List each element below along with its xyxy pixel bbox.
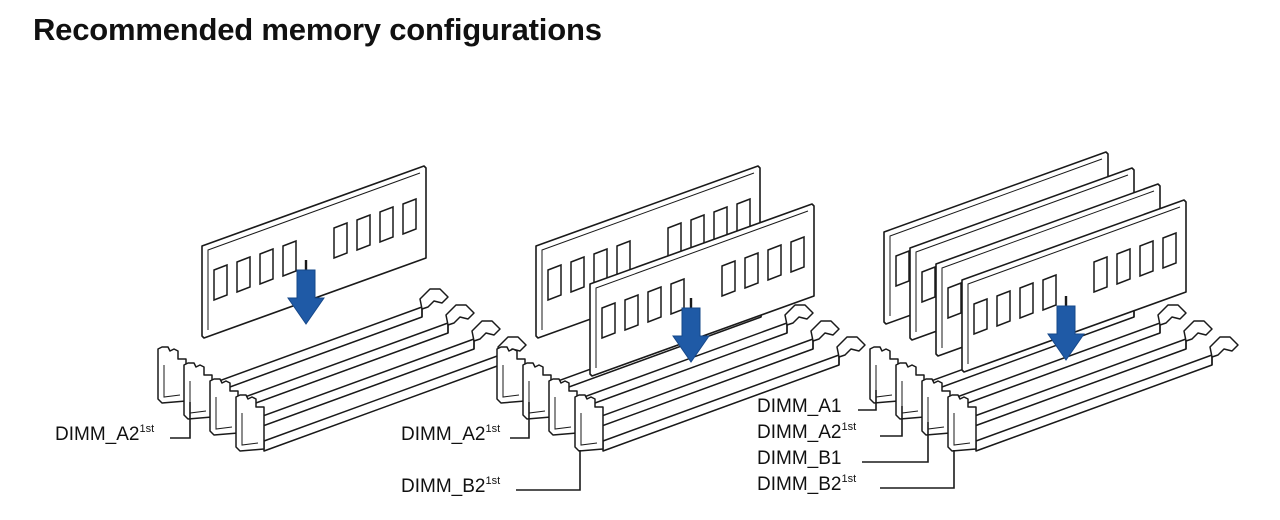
label-leader-line — [516, 450, 581, 491]
label-leader-line — [880, 406, 903, 437]
page-title: Recommended memory configurations — [33, 12, 602, 47]
slot-label: DIMM_A21st — [757, 421, 856, 443]
label-leader-line — [858, 390, 877, 411]
slot-label: DIMM_A21st — [401, 423, 500, 445]
slot-label: DIMM_B1 — [757, 448, 841, 469]
slot-label: DIMM_A1 — [757, 396, 841, 417]
slot-label: DIMM_A21st — [55, 423, 154, 445]
config-2: DIMM_A21st DIMM_B21st — [401, 165, 866, 497]
config-1: DIMM_A21st — [55, 165, 527, 452]
label-leader-line — [170, 402, 191, 439]
config-3: DIMM_A1 DIMM_A21st DIMM_B1 DIMM_B21st — [757, 151, 1239, 495]
slot-label: DIMM_B21st — [401, 475, 500, 497]
slot-label: DIMM_B21st — [757, 473, 856, 495]
label-leader-line — [880, 450, 955, 489]
label-leader-line — [862, 422, 929, 463]
label-leader-line — [510, 402, 530, 439]
